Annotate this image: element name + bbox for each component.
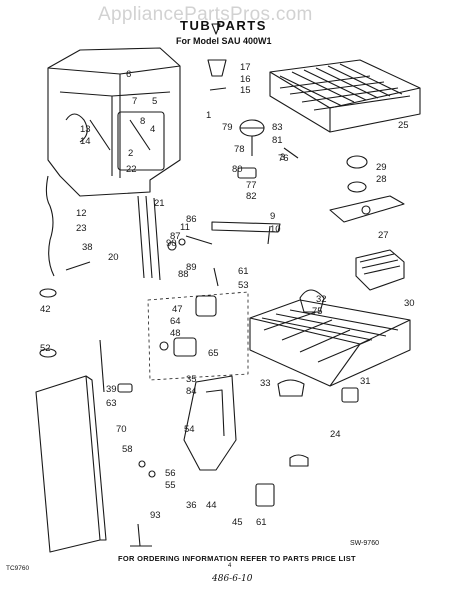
callout-12: 12: [76, 208, 87, 219]
callout-38: 38: [82, 242, 93, 253]
clip-52-drawing: [39, 348, 57, 358]
callout-5: 5: [152, 96, 157, 107]
callout-58: 58: [122, 444, 133, 455]
spray-arm-drawing: [329, 155, 405, 223]
watermark-text: AppliancePartsPros.com: [98, 4, 313, 25]
callout-13: 13: [80, 124, 91, 135]
callout-20: 20: [108, 252, 119, 263]
callout-36: 36: [186, 500, 197, 511]
callout-10: 10: [270, 224, 281, 235]
rod-39-drawing: [99, 339, 105, 393]
callout-1: 1: [206, 110, 211, 121]
callout-93: 93: [150, 510, 161, 521]
callout-25: 25: [398, 120, 409, 131]
callout-39: 39: [106, 384, 117, 395]
callout-75: 75: [312, 306, 323, 317]
callout-30: 30: [404, 298, 415, 309]
callout-22: 22: [126, 164, 137, 175]
valve-assembly-drawing: [147, 291, 249, 381]
callout-24: 24: [330, 429, 341, 440]
callout-16: 16: [240, 74, 251, 85]
callout-88: 88: [178, 269, 189, 280]
callout-86: 86: [186, 214, 197, 225]
callout-7: 7: [132, 96, 137, 107]
basket-drawing: [355, 249, 405, 291]
callout-65: 65: [208, 348, 219, 359]
callout-14: 14: [80, 136, 91, 147]
door-panel-drawing: [35, 375, 107, 553]
callout-55: 55: [165, 480, 176, 491]
callout-79: 79: [222, 122, 233, 133]
corner-reference: TC9760: [6, 565, 30, 572]
callout-29: 29: [376, 162, 387, 173]
rods-drawing: [137, 195, 161, 281]
callout-48: 48: [170, 328, 181, 339]
bracket-drawing: [211, 221, 281, 245]
hose-drawing: [45, 175, 55, 277]
callout-87: 87: [170, 231, 181, 242]
callout-84: 84: [186, 386, 197, 397]
callout-21: 21: [154, 198, 165, 209]
callout-64: 64: [170, 316, 181, 327]
callout-11: 11: [180, 222, 190, 233]
callout-52: 52: [40, 343, 51, 354]
callout-70: 70: [116, 424, 127, 435]
callout-33: 33: [260, 378, 271, 389]
callout-61: 61: [256, 517, 267, 528]
callout-23: 23: [76, 223, 87, 234]
callout-82: 82: [246, 191, 257, 202]
callout-8: 8: [140, 116, 145, 127]
callout-3: 3: [280, 152, 285, 163]
callout-27: 27: [378, 230, 389, 241]
handwritten-reference: 486-6-10: [212, 574, 253, 584]
callout-44: 44: [206, 500, 217, 511]
upper-rack-drawing: [269, 59, 421, 133]
callout-6: 6: [126, 69, 131, 80]
tub-drawing: [47, 47, 181, 197]
callout-56: 56: [165, 468, 176, 479]
ordering-footer: FOR ORDERING INFORMATION REFER TO PARTS …: [118, 554, 356, 563]
callout-63: 63: [106, 398, 117, 409]
callout-31: 31: [360, 376, 371, 387]
hardware-drawing: [117, 23, 359, 547]
callout-28: 28: [376, 174, 387, 185]
callout-2: 2: [128, 148, 133, 159]
callout-78: 78: [234, 144, 245, 155]
callout-61: 61: [238, 266, 249, 277]
callout-17: 17: [240, 62, 251, 73]
callout-35: 35: [186, 374, 197, 385]
callout-53: 53: [238, 280, 249, 291]
lower-rack-drawing: [249, 289, 411, 387]
callout-47: 47: [172, 304, 183, 315]
callout-83: 83: [272, 122, 283, 133]
drawing-code: SW-9760: [349, 540, 379, 547]
callout-90: 90: [166, 238, 177, 249]
rod-38-drawing: [65, 261, 91, 271]
callout-81: 81: [272, 135, 283, 146]
callout-80: 80: [232, 164, 243, 175]
clip-42-drawing: [39, 288, 57, 298]
callout-89: 89: [186, 262, 197, 273]
mounting-plate-drawing: [183, 375, 237, 471]
callout-77: 77: [246, 180, 257, 191]
model-line: For Model SAU 400W1: [176, 36, 272, 46]
callout-54: 54: [184, 424, 195, 435]
callout-15: 15: [240, 85, 251, 96]
callout-42: 42: [40, 304, 51, 315]
callout-4: 4: [150, 124, 155, 135]
callout-76: 76: [278, 153, 289, 164]
callout-45: 45: [232, 517, 243, 528]
callout-32: 32: [316, 294, 327, 305]
callout-9: 9: [270, 211, 275, 222]
page-mark: 4: [228, 563, 232, 569]
diagram-title: TUB PARTS: [180, 18, 267, 33]
